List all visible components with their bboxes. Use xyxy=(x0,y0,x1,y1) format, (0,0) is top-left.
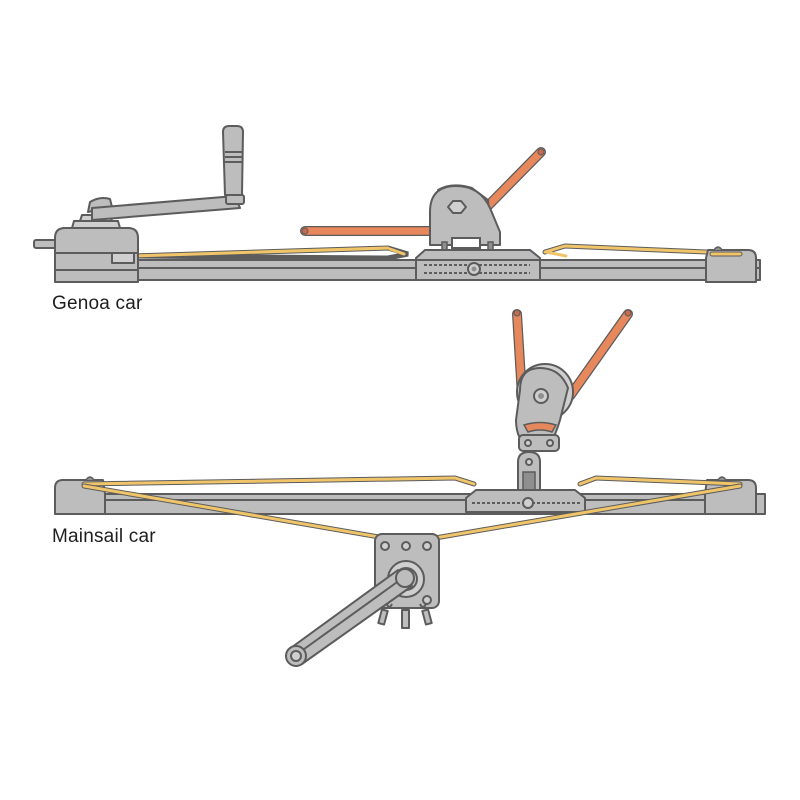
genoa-car-label: Genoa car xyxy=(52,293,143,314)
mainsail-control-line xyxy=(81,475,743,541)
mainsail-car xyxy=(465,489,586,513)
genoa-car xyxy=(415,249,541,281)
mainsail-swivel-block xyxy=(515,363,574,495)
mainsail-track xyxy=(54,493,766,515)
genoa-assembly xyxy=(33,125,761,283)
mainsail-car-label: Mainsail car xyxy=(52,526,156,547)
mainsail-winch-handle xyxy=(285,568,415,667)
mainsail-assembly xyxy=(54,309,766,667)
genoa-block xyxy=(429,184,501,257)
genoa-control-line xyxy=(130,243,733,261)
genoa-sheet xyxy=(300,147,546,236)
genoa-winch-handle xyxy=(87,125,245,221)
genoa-end-stop xyxy=(705,246,757,283)
genoa-winch xyxy=(33,214,139,283)
